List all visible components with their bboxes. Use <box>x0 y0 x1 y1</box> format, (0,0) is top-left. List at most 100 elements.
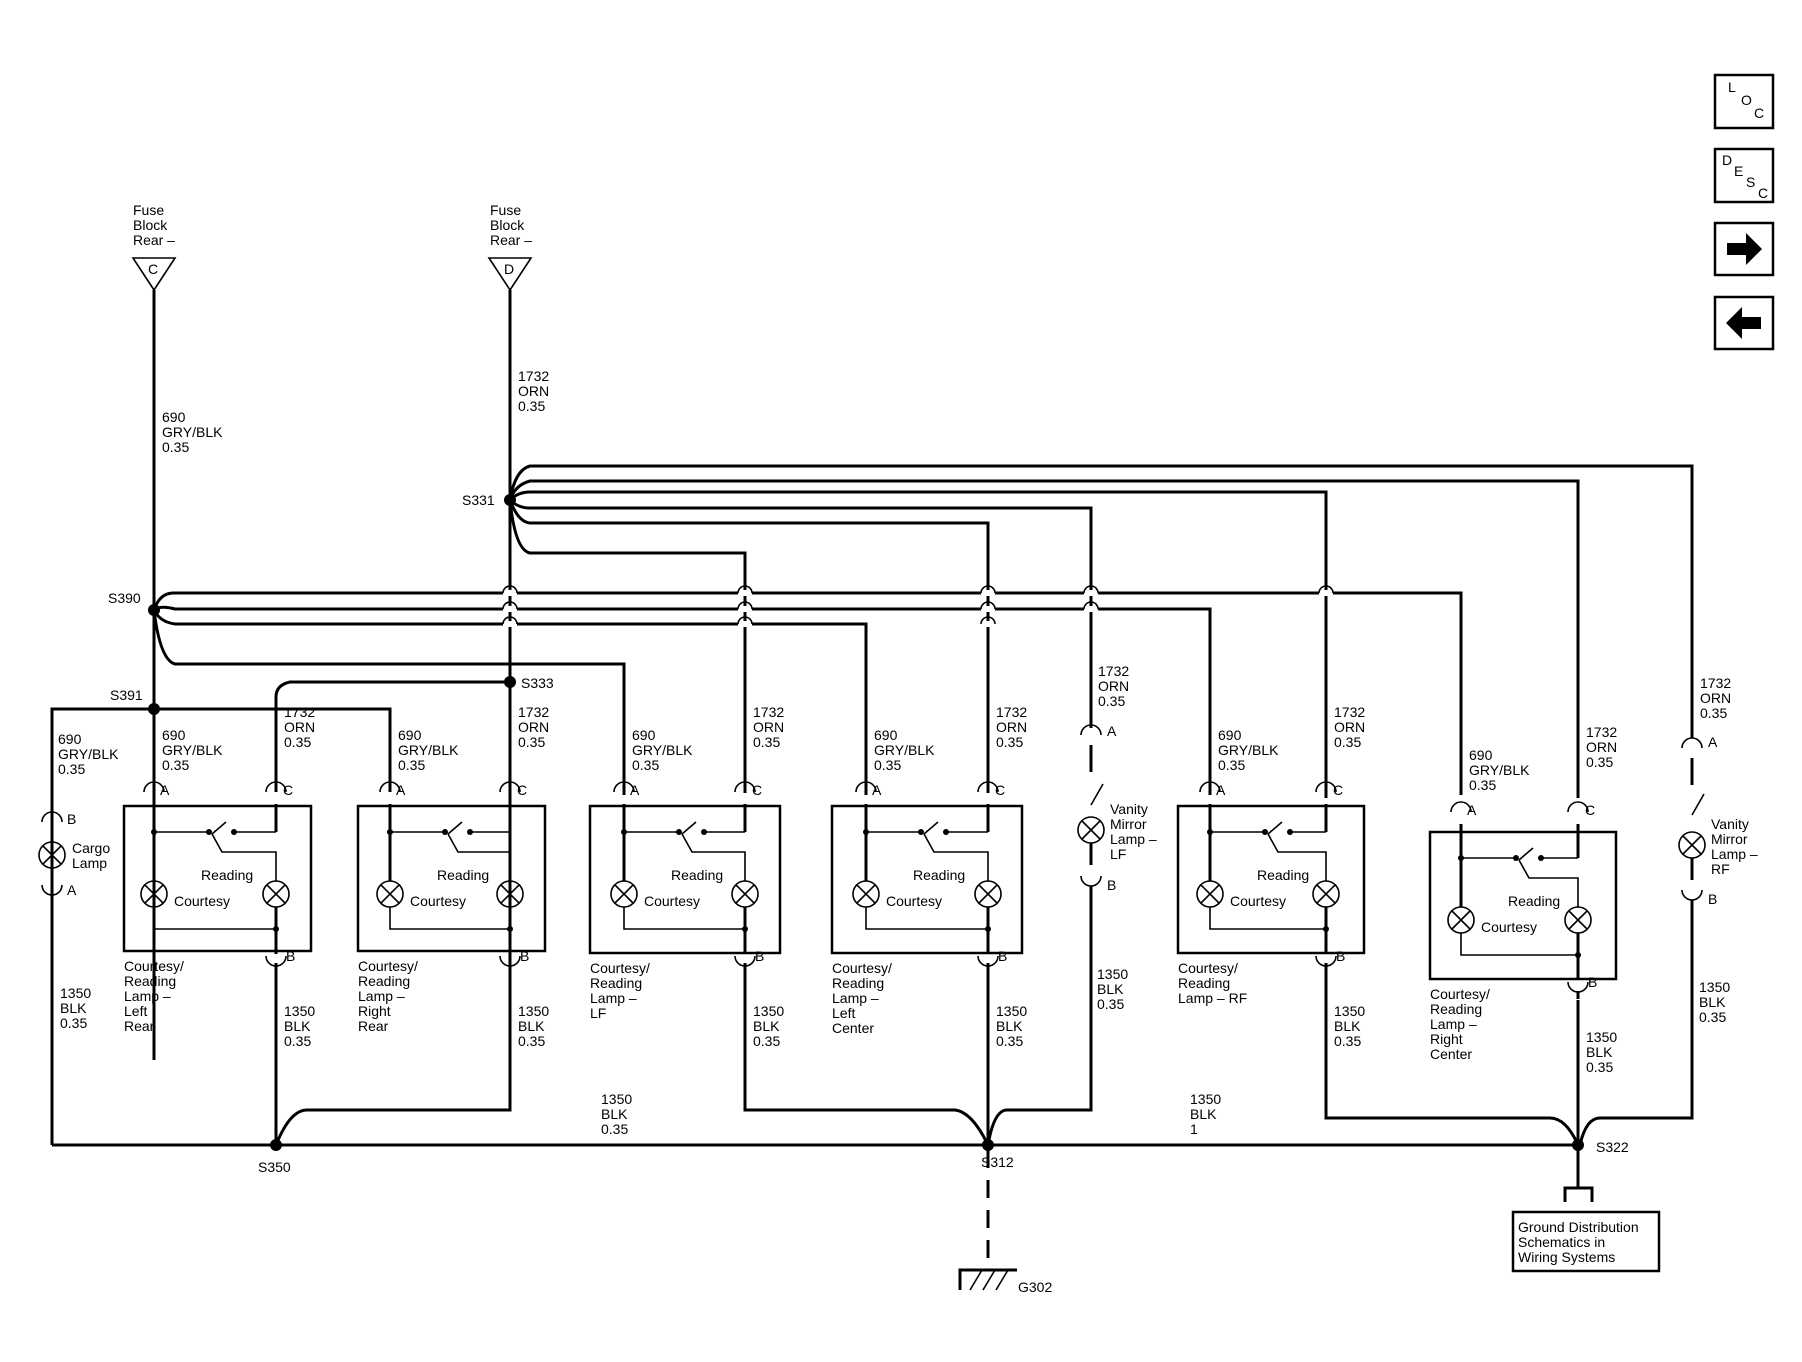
svg-text:GRY/BLK: GRY/BLK <box>632 742 693 758</box>
crossovers <box>502 585 1334 627</box>
svg-text:BLK: BLK <box>1097 981 1124 997</box>
svg-text:0.35: 0.35 <box>1098 693 1125 709</box>
fuse-d-terminal: D <box>504 261 514 277</box>
pin-a-label: A <box>872 782 882 798</box>
wire-label-vrf-a: 1732 ORN 0.35 <box>1700 675 1731 721</box>
svg-text:B: B <box>1107 877 1116 893</box>
forward-button[interactable] <box>1713 221 1775 277</box>
svg-text:B: B <box>67 811 76 827</box>
svg-text:BLK: BLK <box>284 1018 311 1034</box>
svg-text:ORN: ORN <box>518 719 549 735</box>
loc-button[interactable]: L O C <box>1713 73 1775 130</box>
splice-s391: S391 <box>110 687 143 703</box>
svg-text:Schematics in: Schematics in <box>1518 1234 1605 1250</box>
svg-text:1732: 1732 <box>518 704 549 720</box>
svg-text:Courtesy/: Courtesy/ <box>832 960 892 976</box>
svg-text:Fuse: Fuse <box>490 202 521 218</box>
svg-text:RF: RF <box>1711 861 1730 877</box>
svg-text:GRY/BLK: GRY/BLK <box>874 742 935 758</box>
pin-c-label: C <box>1585 802 1595 818</box>
pin-a-label: A <box>396 782 406 798</box>
svg-text:BLK: BLK <box>601 1106 628 1122</box>
svg-text:BLK: BLK <box>1586 1044 1613 1060</box>
svg-text:Block: Block <box>490 217 525 233</box>
svg-text:Right: Right <box>1430 1031 1463 1047</box>
desc-letter-d: D <box>1722 152 1732 168</box>
vanity-lamp-lf: 1732 ORN 0.35 A B Vanity Mirror Lamp – L… <box>986 663 1157 1146</box>
svg-text:1732: 1732 <box>518 368 549 384</box>
wire-label-gnd-right: 1350 BLK 1 <box>1190 1091 1221 1137</box>
svg-text:Lamp –: Lamp – <box>1110 831 1157 847</box>
svg-text:Lamp –: Lamp – <box>1711 846 1758 862</box>
svg-text:690: 690 <box>58 731 82 747</box>
wire-label-vrf-b: 1350 BLK 0.35 <box>1699 979 1730 1025</box>
svg-text:1350: 1350 <box>601 1091 632 1107</box>
wire-label-main-c: 690 GRY/BLK 0.35 <box>162 409 223 455</box>
svg-text:ORN: ORN <box>1700 690 1731 706</box>
svg-text:ORN: ORN <box>518 383 549 399</box>
svg-text:0.35: 0.35 <box>1334 734 1361 750</box>
svg-text:0.35: 0.35 <box>162 757 189 773</box>
svg-text:ORN: ORN <box>284 719 315 735</box>
svg-text:1350: 1350 <box>1097 966 1128 982</box>
svg-text:LF: LF <box>1110 846 1126 862</box>
svg-text:0.35: 0.35 <box>398 757 425 773</box>
pin-c-label: C <box>752 782 762 798</box>
svg-text:0.35: 0.35 <box>874 757 901 773</box>
svg-text:1350: 1350 <box>1190 1091 1221 1107</box>
pin-b-label: B <box>520 948 529 964</box>
pin-b-label: B <box>755 948 764 964</box>
desc-letter-s: S <box>1746 174 1755 190</box>
svg-text:0.35: 0.35 <box>284 734 311 750</box>
desc-letter-c: C <box>1758 185 1768 201</box>
wire-label-gnd-mid: 1350 BLK 0.35 <box>601 1091 632 1137</box>
svg-text:0.35: 0.35 <box>518 398 545 414</box>
svg-text:690: 690 <box>632 727 656 743</box>
desc-letter-e: E <box>1734 163 1743 179</box>
svg-text:BLK: BLK <box>1699 994 1726 1010</box>
pin-c-label: C <box>283 782 293 798</box>
svg-text:Block: Block <box>133 217 168 233</box>
svg-text:690: 690 <box>1469 747 1493 763</box>
svg-text:Cargo: Cargo <box>72 840 110 856</box>
pin-b-label: B <box>286 948 295 964</box>
ground-distribution-link[interactable]: Ground Distribution Schematics in Wiring… <box>1511 1210 1661 1273</box>
back-button[interactable] <box>1713 295 1775 351</box>
svg-text:Right: Right <box>358 1003 391 1019</box>
svg-text:GRY/BLK: GRY/BLK <box>58 746 119 762</box>
svg-text:Reading: Reading <box>1178 975 1230 991</box>
svg-text:Center: Center <box>832 1020 874 1036</box>
courtesy-label: Courtesy <box>1481 919 1537 935</box>
svg-text:0.35: 0.35 <box>60 1015 87 1031</box>
svg-text:1732: 1732 <box>1586 724 1617 740</box>
desc-button[interactable]: D E S C <box>1713 147 1775 204</box>
svg-text:0.35: 0.35 <box>1700 705 1727 721</box>
svg-text:690: 690 <box>162 409 186 425</box>
splice-s322: S322 <box>1596 1139 1629 1155</box>
rear-feeds: S391 S333 <box>50 675 554 1145</box>
svg-text:Lamp – RF: Lamp – RF <box>1178 990 1247 1006</box>
pin-a-label: A <box>160 782 170 798</box>
svg-text:0.35: 0.35 <box>518 1033 545 1049</box>
svg-text:Fuse: Fuse <box>133 202 164 218</box>
svg-text:LF: LF <box>590 1005 606 1021</box>
svg-text:690: 690 <box>398 727 422 743</box>
svg-text:Vanity: Vanity <box>1110 801 1148 817</box>
splice-s331: S331 <box>462 492 495 508</box>
svg-text:BLK: BLK <box>60 1000 87 1016</box>
svg-text:1350: 1350 <box>1334 1003 1365 1019</box>
svg-text:Lamp –: Lamp – <box>832 990 879 1006</box>
svg-text:Rear: Rear <box>358 1018 389 1034</box>
svg-text:Courtesy/: Courtesy/ <box>1430 986 1490 1002</box>
